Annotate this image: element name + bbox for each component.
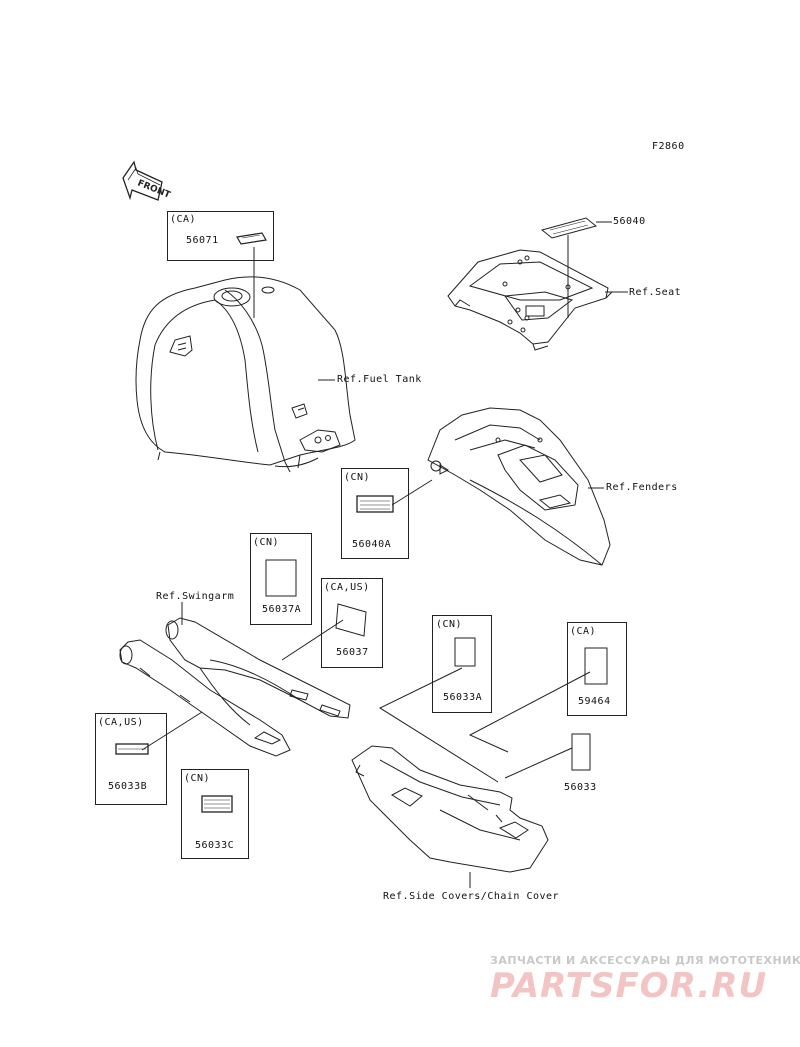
callout-59464-region: (CA): [570, 626, 597, 637]
callout-56037A-region: (CN): [253, 537, 280, 548]
callout-56040A-region: (CN): [344, 472, 371, 483]
rear-fender-drawing: [427, 407, 611, 566]
callout-59464-part: 59464: [578, 696, 611, 707]
decal-56033C-icon: [201, 795, 233, 813]
ref-fenders-label: Ref.Fenders: [606, 482, 678, 493]
figure-code: F2860: [652, 141, 685, 152]
watermark-brand: PARTSFOR.RU: [490, 966, 768, 1006]
decal-56037-icon: [335, 603, 367, 637]
callout-56037A-part: 56037A: [262, 604, 302, 615]
callout-56037-region: (CA,US): [324, 582, 370, 593]
decal-56033A-icon: [454, 637, 476, 667]
ref-fuel-tank-label: Ref.Fuel Tank: [337, 374, 422, 385]
ref-seat-label: Ref.Seat: [629, 287, 682, 298]
callout-box-59464: [567, 622, 627, 716]
decal-56040A-icon: [356, 495, 394, 513]
callout-box-56040A: [341, 468, 409, 559]
callout-56071-part: 56071: [186, 235, 219, 246]
callout-56033A-part: 56033A: [443, 692, 483, 703]
front-arrow-icon: FRONT: [122, 160, 172, 201]
decal-56037A-icon: [265, 559, 297, 597]
callout-56071-region: (CA): [170, 214, 197, 225]
decal-59464-icon: [584, 647, 608, 685]
ref-side-covers-label: Ref.Side Covers/Chain Cover: [383, 891, 560, 902]
ref-swingarm-label: Ref.Swingarm: [156, 591, 235, 602]
fuel-tank-drawing: [135, 276, 356, 473]
callout-box-56037: [321, 578, 383, 668]
callout-56033C-part: 56033C: [195, 840, 235, 851]
watermark-tagline: ЗАПЧАСТИ И АКСЕССУАРЫ ДЛЯ МОТОТЕХНИКИ: [490, 954, 800, 967]
decal-56033B-icon: [115, 743, 149, 755]
part-56040-label: 56040: [613, 216, 646, 227]
callout-box-56071: [167, 211, 274, 261]
decal-56071-icon: [236, 232, 267, 245]
callout-56037-part: 56037: [336, 647, 369, 658]
callout-box-56033C: [181, 769, 249, 859]
callout-56033B-part: 56033B: [108, 781, 148, 792]
callout-56040A-part: 56040A: [352, 539, 392, 550]
callout-box-56037A: [250, 533, 312, 625]
callout-box-56033A: [432, 615, 492, 713]
callout-56033C-region: (CN): [184, 773, 211, 784]
swingarm-drawing: [119, 617, 351, 757]
seat-pan-drawing: [447, 249, 613, 351]
callout-box-56033B: [95, 713, 167, 805]
decal-56033-icon: [571, 733, 591, 771]
label-56040-decal: [540, 217, 628, 318]
side-cover-drawing: [351, 745, 549, 873]
callout-56033A-region: (CN): [436, 619, 463, 630]
part-56033-label: 56033: [564, 782, 597, 793]
leader-lines: [141, 247, 604, 888]
callout-56033B-region: (CA,US): [98, 717, 144, 728]
